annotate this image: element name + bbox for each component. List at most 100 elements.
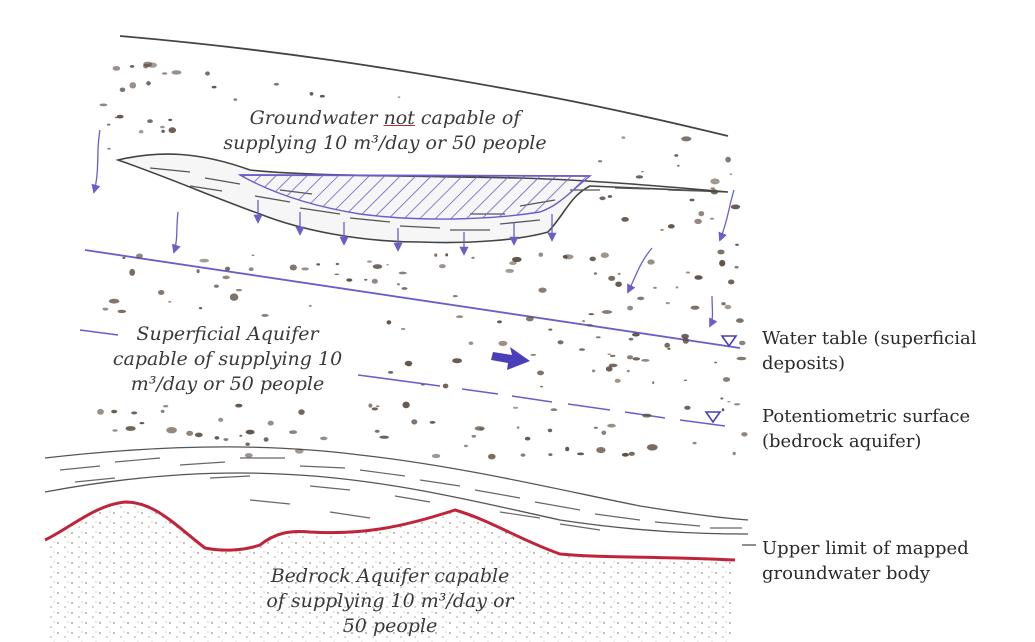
gravel-mark [126, 426, 136, 431]
gravel-mark [434, 253, 437, 256]
gravel-mark [197, 269, 200, 273]
gravel-mark [103, 308, 109, 311]
gravel-mark [674, 154, 678, 157]
gravel-mark [720, 397, 723, 399]
gravel-mark [235, 404, 242, 408]
gravel-mark [538, 288, 546, 293]
gravel-mark [615, 282, 622, 287]
gravel-mark [245, 453, 253, 458]
gravel-mark [160, 126, 165, 129]
gravel-mark [246, 430, 255, 435]
potentiometric-marker-icon [706, 412, 720, 422]
gravel-mark [168, 301, 171, 303]
gravel-mark [452, 358, 462, 363]
gravel-mark [249, 267, 254, 271]
gravel-mark [691, 306, 700, 310]
gravel-mark [737, 357, 747, 361]
potentiometric-key: Potentiometric surface (bedrock aquifer) [762, 404, 1032, 454]
gravel-mark [147, 119, 153, 123]
gravel-mark [677, 165, 679, 167]
gravel-mark [735, 266, 739, 269]
gravel-mark [505, 269, 514, 273]
gravel-mark [402, 287, 408, 290]
gravel-mark [139, 130, 144, 134]
gravel-mark [172, 70, 182, 74]
gravel-mark [636, 175, 643, 178]
gravel-mark [464, 445, 468, 448]
gravel-mark [608, 276, 615, 281]
superficial-aquifer-label: Superficial Aquifer capable of supplying… [85, 322, 370, 397]
bedrock-aquifer-label: Bedrock Aquifer capable of supplying 10 … [235, 564, 545, 639]
gravel-mark [472, 435, 477, 438]
gravel-mark [627, 355, 633, 359]
gravel-mark [471, 257, 474, 259]
gravel-mark [364, 279, 368, 281]
upper-limit-key-line1: Upper limit of mapped [762, 536, 1032, 561]
gravel-mark [100, 104, 108, 107]
gravel-mark [739, 341, 745, 346]
gravel-mark [719, 260, 725, 267]
gravel-mark [647, 259, 654, 264]
superficial-label-line1: Superficial Aquifer [85, 322, 370, 347]
gravel-mark [598, 160, 602, 162]
gravel-mark [627, 370, 630, 372]
gravel-mark [320, 437, 327, 441]
gravel-mark [565, 447, 569, 452]
gravel-mark [548, 429, 552, 433]
gravel-mark [548, 453, 552, 456]
gravel-mark [214, 285, 219, 288]
gravel-mark [725, 157, 731, 163]
bedrock-label-line3: 50 people [235, 614, 545, 639]
gravel-mark [168, 119, 172, 121]
gravel-mark [469, 342, 474, 345]
gravel-mark [668, 224, 675, 228]
gravel-mark [245, 443, 249, 446]
gravel-mark [222, 276, 229, 280]
gravel-mark [161, 130, 164, 133]
gravel-mark [295, 448, 304, 453]
water-table-marker-icon [722, 336, 736, 346]
gravel-mark [107, 124, 111, 126]
perched-label-line2: supplying 10 m³/day or 50 people [200, 131, 570, 156]
gravel-mark [122, 257, 125, 259]
gravel-mark [684, 406, 690, 410]
perched-label-line1-post: capable of [415, 107, 521, 129]
gravel-mark [120, 88, 126, 93]
gravel-mark [694, 219, 702, 224]
gravel-mark [540, 386, 543, 388]
superficial-label-line2: capable of supplying 10 [85, 347, 370, 372]
gravel-mark [264, 437, 269, 442]
gravel-mark [488, 454, 496, 460]
gravel-mark [298, 409, 304, 415]
gravel-mark [112, 429, 117, 432]
gravel-mark [690, 199, 695, 202]
gravel-mark [725, 305, 732, 309]
gravel-mark [236, 289, 242, 291]
gravel-mark [731, 205, 740, 210]
gravel-mark [118, 310, 127, 313]
gravel-mark [730, 173, 733, 175]
gravel-mark [239, 435, 242, 437]
gravel-mark [577, 453, 584, 456]
gravel-mark [498, 341, 507, 346]
perched-groundwater-label: Groundwater not capable of supplying 10 … [200, 106, 570, 156]
gravel-mark [212, 86, 217, 89]
gravel-mark [401, 328, 405, 330]
gravel-mark [402, 402, 409, 409]
water-table-key: Water table (superficial deposits) [762, 326, 1032, 376]
gravel-mark [113, 66, 121, 71]
gravel-mark [622, 453, 629, 457]
gravel-mark [497, 320, 502, 323]
gravel-mark [513, 407, 518, 409]
gravel-mark [723, 377, 730, 382]
gravel-mark [664, 343, 670, 348]
gravel-mark [290, 265, 297, 271]
gravel-mark [641, 171, 644, 172]
gravel-mark [606, 366, 613, 371]
gravel-mark [320, 95, 325, 98]
water-table-key-line1: Water table (superficial [762, 326, 1032, 351]
gravel-mark [517, 426, 520, 429]
gravel-mark [109, 299, 120, 304]
gravel-mark [599, 196, 605, 200]
